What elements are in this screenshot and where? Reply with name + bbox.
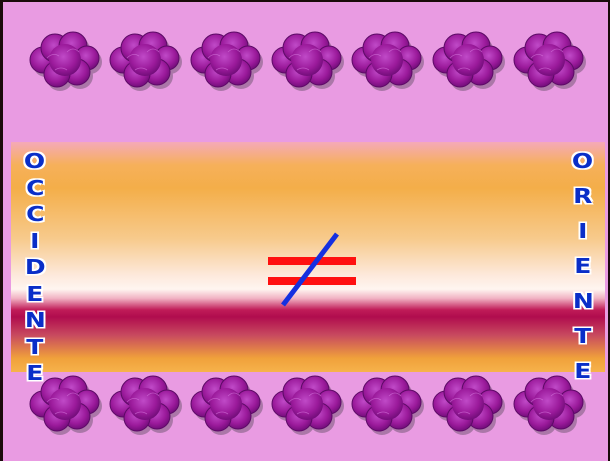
letter: R	[573, 184, 593, 208]
cloud-icon	[511, 30, 587, 92]
letter: O	[572, 149, 594, 173]
cloud-icon	[188, 30, 264, 92]
letter: I	[578, 219, 588, 243]
cloud-icon	[107, 30, 183, 92]
cloud-icon	[27, 374, 103, 436]
letter: T	[26, 334, 44, 359]
cloud-icon	[27, 30, 103, 92]
letter: E	[26, 361, 44, 385]
top-cloud-row	[27, 30, 593, 94]
cloud-icon	[349, 30, 425, 92]
letter: I	[30, 228, 40, 253]
cloud-icon	[188, 374, 264, 436]
cloud-icon	[349, 374, 425, 436]
vertical-word-left: O C C I D E N T E	[15, 148, 55, 387]
letter: D	[24, 255, 46, 279]
letter: T	[574, 324, 592, 348]
letter: E	[574, 359, 592, 383]
bottom-cloud-row	[27, 374, 593, 438]
cloud-icon	[269, 374, 345, 436]
cloud-icon	[430, 374, 506, 436]
letter: N	[572, 289, 594, 313]
vertical-word-right: O R I E N T E	[563, 144, 603, 389]
letter: E	[26, 281, 44, 306]
letter: C	[25, 175, 45, 200]
cloud-icon	[430, 30, 506, 92]
cloud-icon	[511, 374, 587, 436]
not-equal-icon	[268, 232, 356, 307]
equal-bar-bottom	[268, 277, 356, 285]
letter: N	[24, 308, 46, 332]
letter: O	[24, 149, 46, 173]
equal-bar-top	[268, 257, 356, 265]
slash-line	[281, 232, 339, 307]
cloud-icon	[107, 374, 183, 436]
letter: C	[25, 202, 45, 226]
cloud-icon	[269, 30, 345, 92]
letter: E	[574, 254, 592, 278]
